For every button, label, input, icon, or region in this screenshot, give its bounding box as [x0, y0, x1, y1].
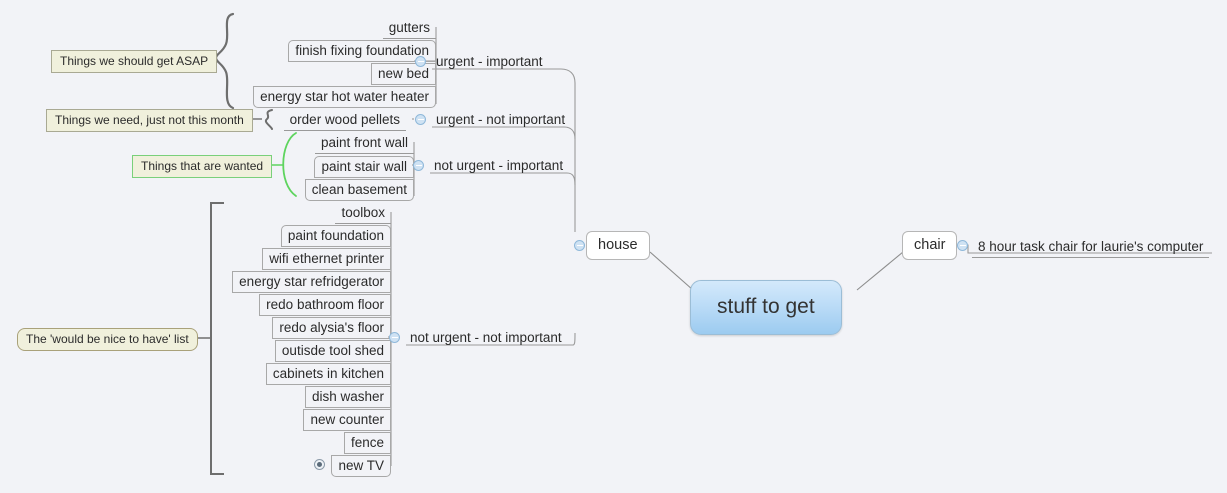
list-item[interactable]: cabinets in kitchen [265, 363, 391, 385]
radio-selected-icon[interactable] [314, 459, 325, 470]
minus-circle-icon[interactable] [415, 56, 426, 67]
list-item[interactable]: paint foundation [280, 225, 391, 247]
branch-chair[interactable]: chair [902, 231, 958, 260]
list-item[interactable]: finish fixing foundation [288, 40, 436, 62]
list-item[interactable]: new TV [331, 455, 391, 477]
list-item[interactable]: redo alysia's floor [272, 317, 391, 339]
list-item[interactable]: energy star refridgerator [232, 271, 391, 293]
list-item[interactable]: order wood pellets [283, 110, 406, 131]
branch-house[interactable]: house [586, 231, 650, 260]
list-item[interactable]: clean basement [304, 179, 414, 201]
list-item[interactable]: 8 hour task chair for laurie's computer [972, 237, 1210, 258]
boundary-label-not-this-month[interactable]: Things we need, just not this month [46, 109, 253, 132]
list-item[interactable]: redo bathroom floor [259, 294, 391, 316]
boundary-label-asap[interactable]: Things we should get ASAP [51, 50, 218, 73]
list-item[interactable]: toolbox [335, 203, 391, 224]
list-item[interactable]: dish washer [304, 386, 391, 408]
list-item[interactable]: paint front wall [314, 133, 414, 154]
category-urgent-important[interactable]: urgent - important [436, 54, 543, 69]
list-item[interactable]: new counter [303, 409, 391, 431]
list-item[interactable]: new bed [370, 63, 436, 85]
boundary-label-wanted[interactable]: Things that are wanted [132, 155, 273, 178]
list-item[interactable]: outisde tool shed [274, 340, 391, 362]
boundary-label-nice-to-have[interactable]: The 'would be nice to have' list [17, 328, 198, 351]
minus-circle-icon[interactable] [957, 240, 968, 251]
minus-circle-icon[interactable] [574, 240, 585, 251]
minus-circle-icon[interactable] [415, 114, 426, 125]
minus-circle-icon[interactable] [413, 160, 424, 171]
list-item[interactable]: gutters [382, 18, 436, 39]
category-not-urgent-important[interactable]: not urgent - important [434, 158, 564, 173]
list-item[interactable]: energy star hot water heater [253, 86, 436, 108]
list-item[interactable]: paint stair wall [314, 156, 414, 178]
list-item[interactable]: wifi ethernet printer [262, 248, 391, 270]
list-item[interactable]: fence [343, 432, 391, 454]
category-urgent-not-important[interactable]: urgent - not important [436, 112, 566, 127]
category-not-urgent-not-important[interactable]: not urgent - not important [410, 330, 562, 345]
minus-circle-icon[interactable] [389, 332, 400, 343]
central-node[interactable]: stuff to get [690, 280, 842, 335]
